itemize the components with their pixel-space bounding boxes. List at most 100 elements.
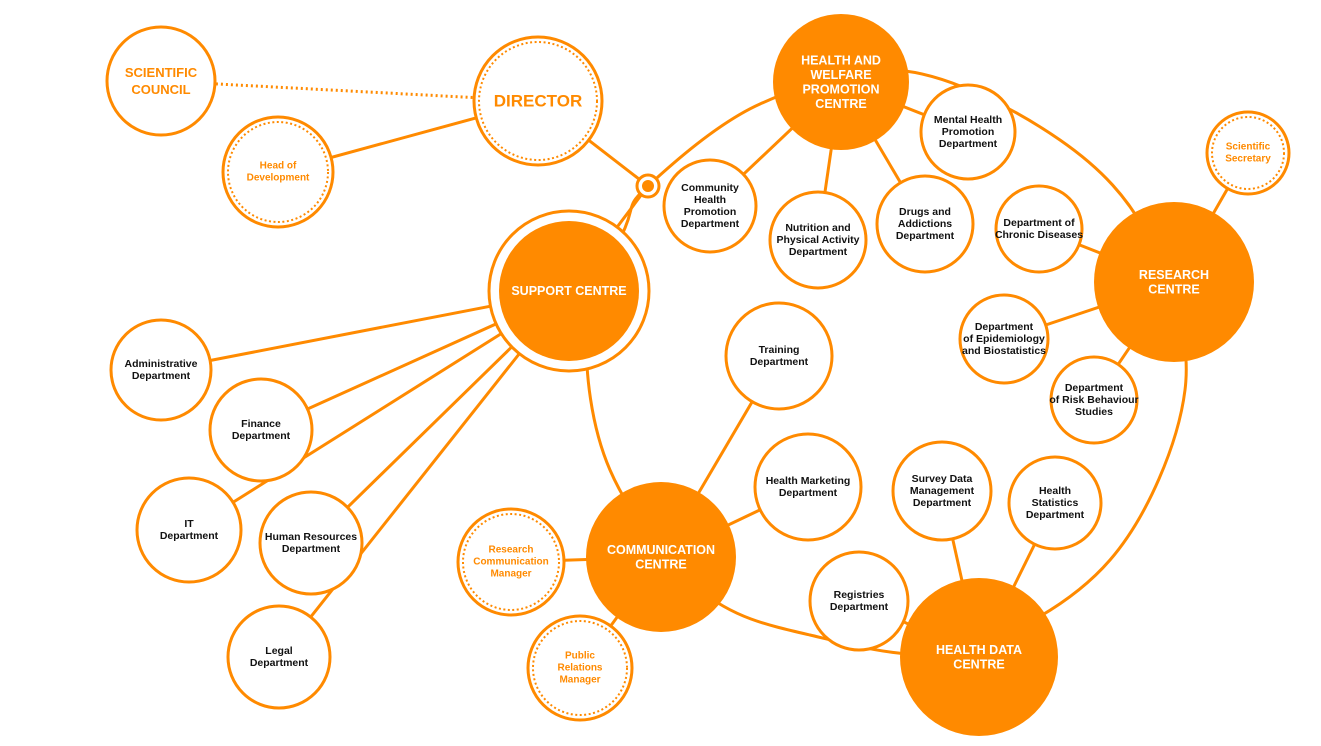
node-label-line: Department [789, 246, 848, 258]
node-label-line: Administrative [125, 358, 198, 370]
node-label-line: Nutrition and [785, 222, 850, 234]
node-label-line: Chronic Diseases [995, 229, 1083, 241]
node-label-line: Department [282, 543, 341, 555]
node-label-line: Community [681, 182, 739, 194]
node-dotted-inner-ring [532, 620, 628, 716]
node-scientific-council: SCIENTIFIC COUNCIL [105, 25, 217, 137]
node-outline-circle [768, 190, 868, 290]
node-label-line: Department [975, 321, 1034, 333]
node-label-line: Finance [241, 418, 281, 430]
node-label-line: Promotion [684, 206, 737, 218]
node-director: DIRECTOR [472, 35, 604, 167]
node-label-line: Mental Health [934, 114, 1002, 126]
node-label-line: Department [160, 530, 219, 542]
node-label-line: Communication [473, 557, 549, 568]
node-label-line: SCIENTIFIC [125, 65, 198, 80]
node-outline-circle [1205, 110, 1291, 196]
node-label-line: Relations [557, 663, 602, 674]
node-label-line: and Biostatistics [962, 345, 1046, 357]
node-outline-circle [135, 476, 243, 584]
node-label-line: Manager [490, 569, 531, 580]
node-label-line: Health [694, 194, 726, 206]
node-label-line: Health [1039, 485, 1071, 497]
node-outline-circle [208, 377, 314, 483]
node-label-line: Statistics [1032, 497, 1079, 509]
node-label-line: Research [488, 545, 533, 556]
node-label-line: CENTRE [1148, 282, 1199, 296]
node-label-line: HEALTH DATA [936, 643, 1022, 657]
node-label-line: Promotion [942, 126, 995, 138]
node-label-line: Department [232, 430, 291, 442]
node-label-line: of Epidemiology [963, 333, 1045, 345]
node-label-line: WELFARE [810, 68, 871, 82]
node-label-line: of Risk Behaviour [1049, 394, 1138, 406]
node-outline-circle [753, 432, 863, 542]
node-label-line: SUPPORT CENTRE [511, 284, 626, 298]
node-label-line: Public [565, 651, 595, 662]
node-label-line: Registries [834, 589, 885, 601]
node-label-line: Legal [265, 645, 293, 657]
node-label-line: Department [896, 230, 955, 242]
node-label-line: Department [830, 601, 889, 613]
node-label-line: COUNCIL [131, 82, 190, 97]
node-dotted-inner-ring [462, 513, 560, 611]
node-outline-circle [109, 318, 213, 422]
node-fill-circle [773, 14, 909, 150]
node-label-line: Department [939, 138, 998, 150]
node-label-line: IT [184, 518, 194, 530]
node-label-line: Management [910, 485, 975, 497]
node-label-line: Head of [260, 161, 297, 172]
node-label-line: Department [750, 356, 809, 368]
node-label-line: Human Resources [265, 531, 357, 543]
node-outline-circle [891, 440, 993, 542]
node-fill-circle [900, 578, 1058, 736]
node-label-line: CENTRE [635, 557, 686, 571]
node-outline-circle [958, 293, 1050, 385]
node-outline-circle [226, 604, 332, 710]
node-outline-circle [258, 490, 364, 596]
node-label-line: CENTRE [953, 657, 1004, 671]
node-outline-circle [526, 614, 634, 722]
node-outline-circle [662, 158, 758, 254]
node-dotted-inner-ring [478, 41, 598, 161]
node-label-line: Manager [559, 675, 600, 686]
node-label-line: Department of [1003, 217, 1075, 229]
node-label-line: Survey Data [912, 473, 973, 485]
node-label-line: Addictions [898, 218, 952, 230]
node-label-line: DIRECTOR [494, 92, 582, 111]
node-fill-circle [499, 221, 639, 361]
node-label-line: Scientific [1226, 142, 1271, 153]
node-label-line: Department [913, 497, 972, 509]
node-label-line: HEALTH AND [801, 53, 881, 67]
node-fill-circle [1094, 202, 1254, 362]
central-connecting-loop [585, 68, 1188, 656]
hub-core-dot [642, 180, 654, 192]
node-outline-circle [994, 184, 1084, 274]
node-label-line: Department [132, 370, 191, 382]
node-label-line: RESEARCH [1139, 268, 1209, 282]
node-label-line: Department [250, 657, 309, 669]
node-label-line: Department [1065, 382, 1124, 394]
nodes-layer: SCIENTIFIC COUNCIL DIRECTOR Head ofDevelopm… [105, 14, 1291, 736]
node-support-centre: SUPPORT CENTRE [487, 209, 651, 373]
node-dotted-inner-ring [227, 121, 329, 223]
node-label-line: Drugs and [899, 206, 951, 218]
node-outline-circle [1007, 455, 1103, 551]
central-loop-layer [585, 68, 1188, 656]
